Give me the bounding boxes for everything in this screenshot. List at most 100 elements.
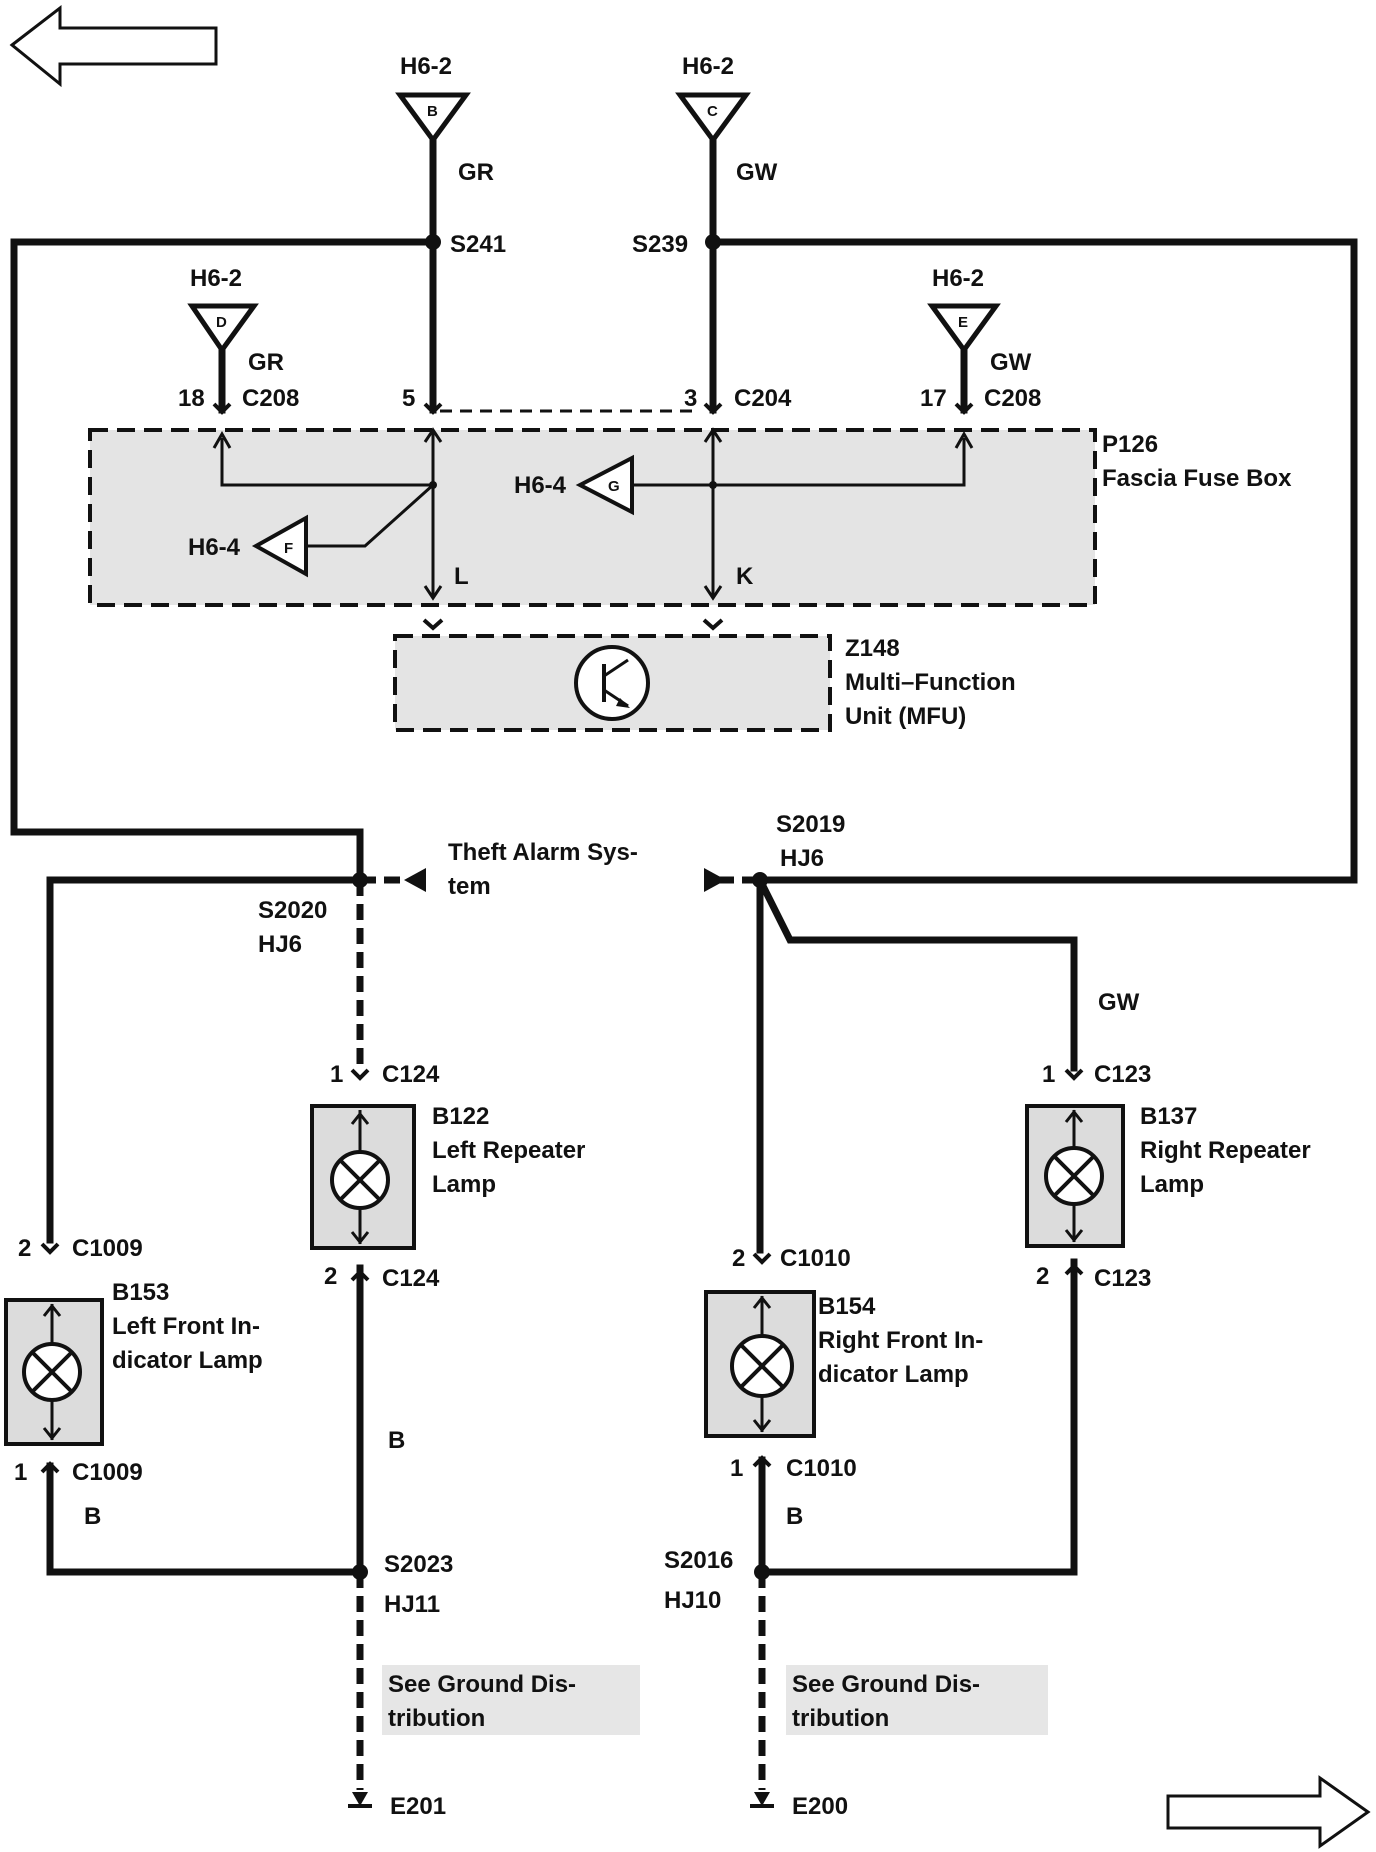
right-repeater-pin-bottom: 2	[1036, 1263, 1049, 1290]
splice-s2019-harness: HJ6	[780, 845, 824, 872]
fuse-box-pin-3: 3	[684, 385, 697, 412]
pin-mark-c1010-bottom	[752, 1455, 772, 1468]
left-arrow-icon	[9, 4, 218, 88]
left-repeater-conn-bottom: C124	[382, 1265, 440, 1292]
pin-mark-3	[703, 402, 723, 415]
right-repeater-conn-bottom: C123	[1094, 1265, 1151, 1292]
fuse-box-region	[88, 428, 1097, 607]
ground-note-left-line2: tribution	[388, 1705, 485, 1732]
mfu-name-line1: Multi–Function	[845, 669, 1016, 696]
right-indicator-conn-top: C1010	[780, 1245, 851, 1272]
lamp-right-repeater	[1025, 1104, 1125, 1248]
theft-alarm-left-arrow-icon	[404, 868, 426, 892]
top-left-wire-color: GR	[458, 159, 494, 186]
lamp-left-indicator	[4, 1298, 104, 1446]
side-left-connector: C208	[242, 385, 299, 412]
left-indicator-id: B153	[112, 1279, 169, 1306]
pin-mark-18	[212, 402, 232, 415]
top-connector-b	[395, 92, 471, 145]
right-indicator-ground-color: B	[786, 1503, 803, 1530]
prev-page-button[interactable]	[9, 4, 218, 88]
next-page-button[interactable]	[1166, 1775, 1371, 1849]
fuse-box-connector-c204: C204	[734, 385, 792, 412]
pin-mark-c123-top	[1064, 1068, 1084, 1081]
right-repeater-conn-top: C123	[1094, 1061, 1151, 1088]
right-repeater-feed-color: GW	[1098, 989, 1140, 1016]
ground-e201-label: E201	[390, 1793, 446, 1820]
lamp-icon	[330, 1150, 390, 1210]
right-indicator-pin-top: 2	[732, 1245, 745, 1272]
pin-mark-c1009-bottom	[40, 1461, 60, 1474]
right-indicator-name-line1: Right Front In-	[818, 1327, 983, 1354]
right-repeater-name-line1: Right Repeater	[1140, 1137, 1311, 1164]
side-right-connector-ref: H6-2	[932, 265, 984, 292]
top-right-wire-color: GW	[736, 159, 778, 186]
pin-mark-c123-bottom	[1064, 1263, 1084, 1276]
fuse-box-id: P126	[1102, 431, 1158, 458]
side-left-wire-color: GR	[248, 349, 284, 376]
pin-mark-c124-top	[350, 1068, 370, 1081]
connector-g-letter: G	[608, 478, 620, 495]
splice-s2023-harness: HJ11	[384, 1591, 440, 1618]
side-connector-e	[927, 303, 1001, 355]
circuit-k-label: K	[736, 563, 754, 590]
splice-s2020-dot	[352, 872, 368, 888]
side-right-connector: C208	[984, 385, 1041, 412]
top-left-connector-letter: B	[427, 103, 438, 120]
side-left-connector-letter: D	[216, 314, 227, 331]
left-indicator-pin-bottom: 1	[14, 1459, 27, 1486]
side-connector-d	[187, 303, 259, 355]
side-right-connector-letter: E	[958, 314, 968, 331]
side-left-pin: 18	[178, 385, 205, 412]
splice-s2016-harness: HJ10	[664, 1587, 721, 1614]
right-indicator-name-line2: dicator Lamp	[818, 1361, 969, 1388]
right-indicator-conn-bottom: C1010	[786, 1455, 857, 1482]
lamp-right-indicator	[704, 1290, 816, 1438]
ground-note-left-line1: See Ground Dis-	[388, 1671, 576, 1698]
left-indicator-conn-bottom: C1009	[72, 1459, 143, 1486]
pin-mark-c124-bottom	[350, 1269, 370, 1282]
splice-s2016-dot	[754, 1564, 770, 1580]
pin-mark-5	[423, 402, 443, 415]
ground-note-left-bg	[382, 1665, 640, 1735]
side-right-pin: 17	[920, 385, 947, 412]
splice-s2020-harness: HJ6	[258, 931, 302, 958]
connector-g-ref: H6-4	[514, 472, 567, 499]
ground-note-right-line2: tribution	[792, 1705, 889, 1732]
wire-right-repeater-ground	[758, 1258, 1078, 1576]
left-indicator-conn-top: C1009	[72, 1235, 143, 1262]
splice-s241-dot	[425, 234, 441, 250]
right-indicator-pin-bottom: 1	[730, 1455, 743, 1482]
theft-alarm-line1: Theft Alarm Sys-	[448, 839, 638, 866]
splice-s239-label: S239	[632, 231, 688, 258]
splice-s2023-dot	[352, 1564, 368, 1580]
ground-note-right-bg	[786, 1665, 1048, 1735]
fuse-box-name: Fascia Fuse Box	[1102, 465, 1292, 492]
left-indicator-ground-color: B	[84, 1503, 101, 1530]
wire-right-loop	[709, 238, 1358, 884]
transistor-icon	[574, 645, 650, 721]
left-indicator-name-line2: dicator Lamp	[112, 1347, 263, 1374]
right-arrow-icon	[1166, 1775, 1371, 1849]
pin-mark-c1010-top	[752, 1252, 772, 1265]
ground-e200-icon	[750, 1792, 774, 1808]
left-repeater-pin-top: 1	[330, 1061, 343, 1088]
left-repeater-id: B122	[432, 1103, 489, 1130]
splice-s2019-dot	[752, 872, 768, 888]
ground-e201-icon	[348, 1792, 372, 1808]
lamp-left-repeater	[310, 1104, 416, 1250]
ground-e200-label: E200	[792, 1793, 848, 1820]
side-right-wire-color: GW	[990, 349, 1032, 376]
mfu-id: Z148	[845, 635, 900, 662]
left-repeater-conn-top: C124	[382, 1061, 440, 1088]
mfu-connector-left	[422, 618, 444, 631]
left-repeater-name-line2: Lamp	[432, 1171, 496, 1198]
connector-f-ref: H6-4	[188, 534, 241, 561]
lamp-icon	[1044, 1146, 1104, 1206]
left-repeater-name-line1: Left Repeater	[432, 1137, 585, 1164]
theft-alarm-right-arrow-icon	[704, 868, 726, 892]
connector-g-triangle	[575, 454, 634, 516]
splice-s2019-label: S2019	[776, 811, 845, 838]
left-repeater-ground-color: B	[388, 1427, 405, 1454]
